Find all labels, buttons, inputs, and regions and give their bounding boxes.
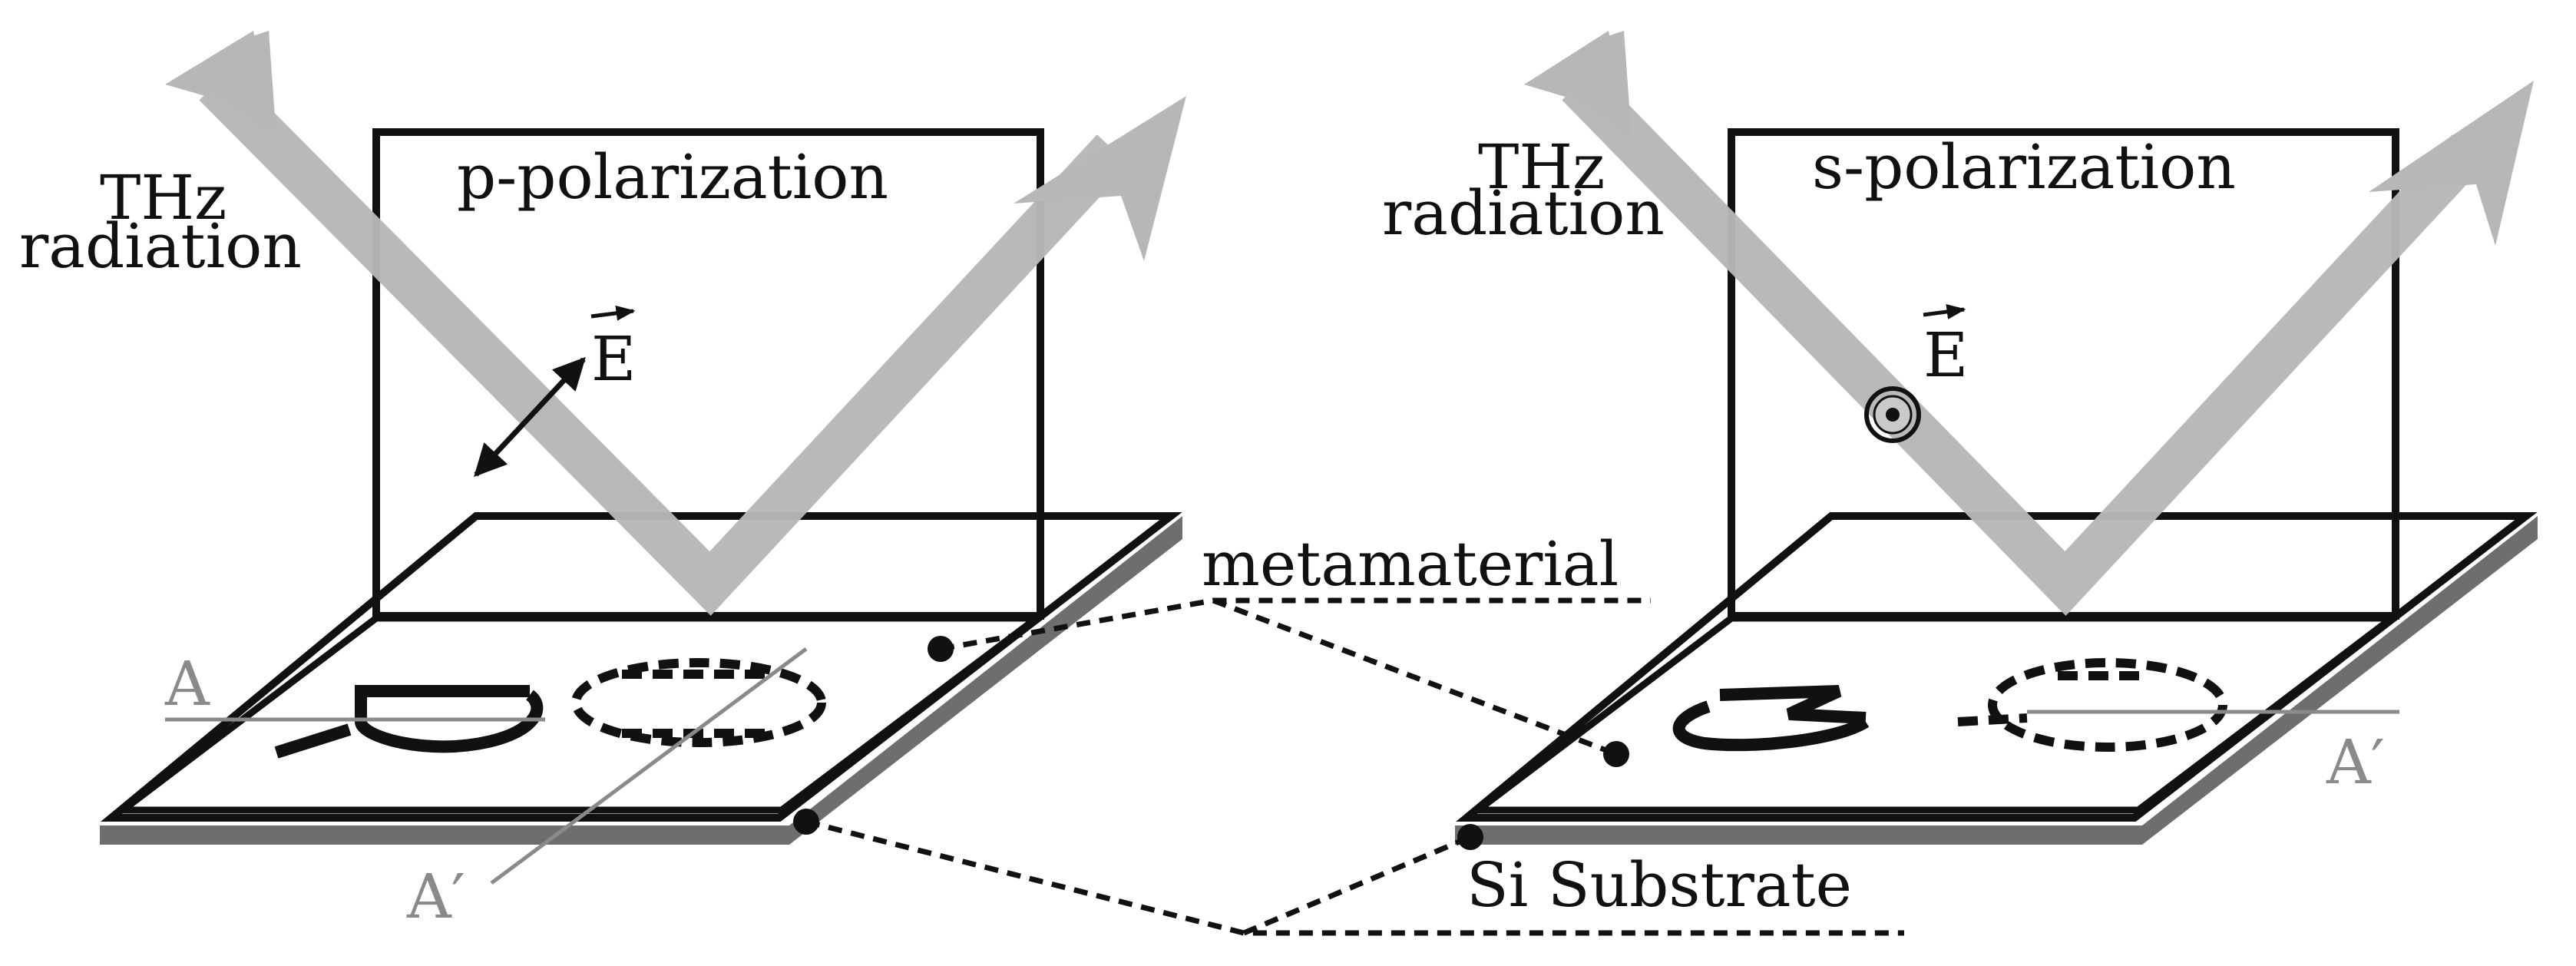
right-dashed-resonator (1957, 658, 2227, 752)
left-solid-resonator (274, 685, 544, 759)
right-solid-resonator (1672, 685, 1870, 752)
right-field-vector-icon (1923, 304, 1966, 319)
metamaterial-label: metamaterial (1202, 528, 1619, 600)
substrate-label: Si Substrate (1467, 849, 1852, 921)
left-source-line1: THz (100, 162, 227, 233)
left-setup: A A′ p-polarization THz radiation E (19, 31, 1186, 932)
right-thz-beam (1524, 31, 2534, 617)
left-thz-beam (165, 31, 1186, 616)
left-title: p-polarization (457, 141, 888, 213)
left-section-line-diagonal (490, 647, 808, 885)
left-field-vector-icon (590, 305, 636, 321)
right-metamaterial-plate (1467, 614, 2402, 814)
left-source-line2: radiation (19, 210, 302, 282)
left-section-label-a-prime: A′ (406, 861, 465, 932)
right-source-line1: THz (1478, 131, 1605, 203)
right-field-dot-icon (1864, 386, 1921, 443)
left-section-label-a: A (164, 648, 210, 720)
left-plane-of-incidence (372, 128, 1044, 620)
substrate-leader-right (1242, 834, 1472, 936)
right-substrate-dot (1457, 824, 1483, 850)
right-title: s-polarization (1812, 131, 2236, 203)
callout-lines (805, 597, 1904, 936)
left-field-label: E (591, 323, 636, 395)
right-source-line2: radiation (1382, 177, 1665, 249)
right-plane-of-incidence (1728, 128, 2399, 620)
left-field-arrow-icon (474, 356, 586, 478)
metamaterial-leader-right (1212, 597, 1618, 757)
substrate-leader (805, 819, 1904, 936)
right-metamaterial-dot (1603, 741, 1629, 767)
right-setup: A′ s-polarization THz radiation E (1382, 31, 2538, 850)
right-field-label: E (1923, 319, 1968, 391)
right-section-label-a-prime: A′ (2326, 726, 2385, 798)
